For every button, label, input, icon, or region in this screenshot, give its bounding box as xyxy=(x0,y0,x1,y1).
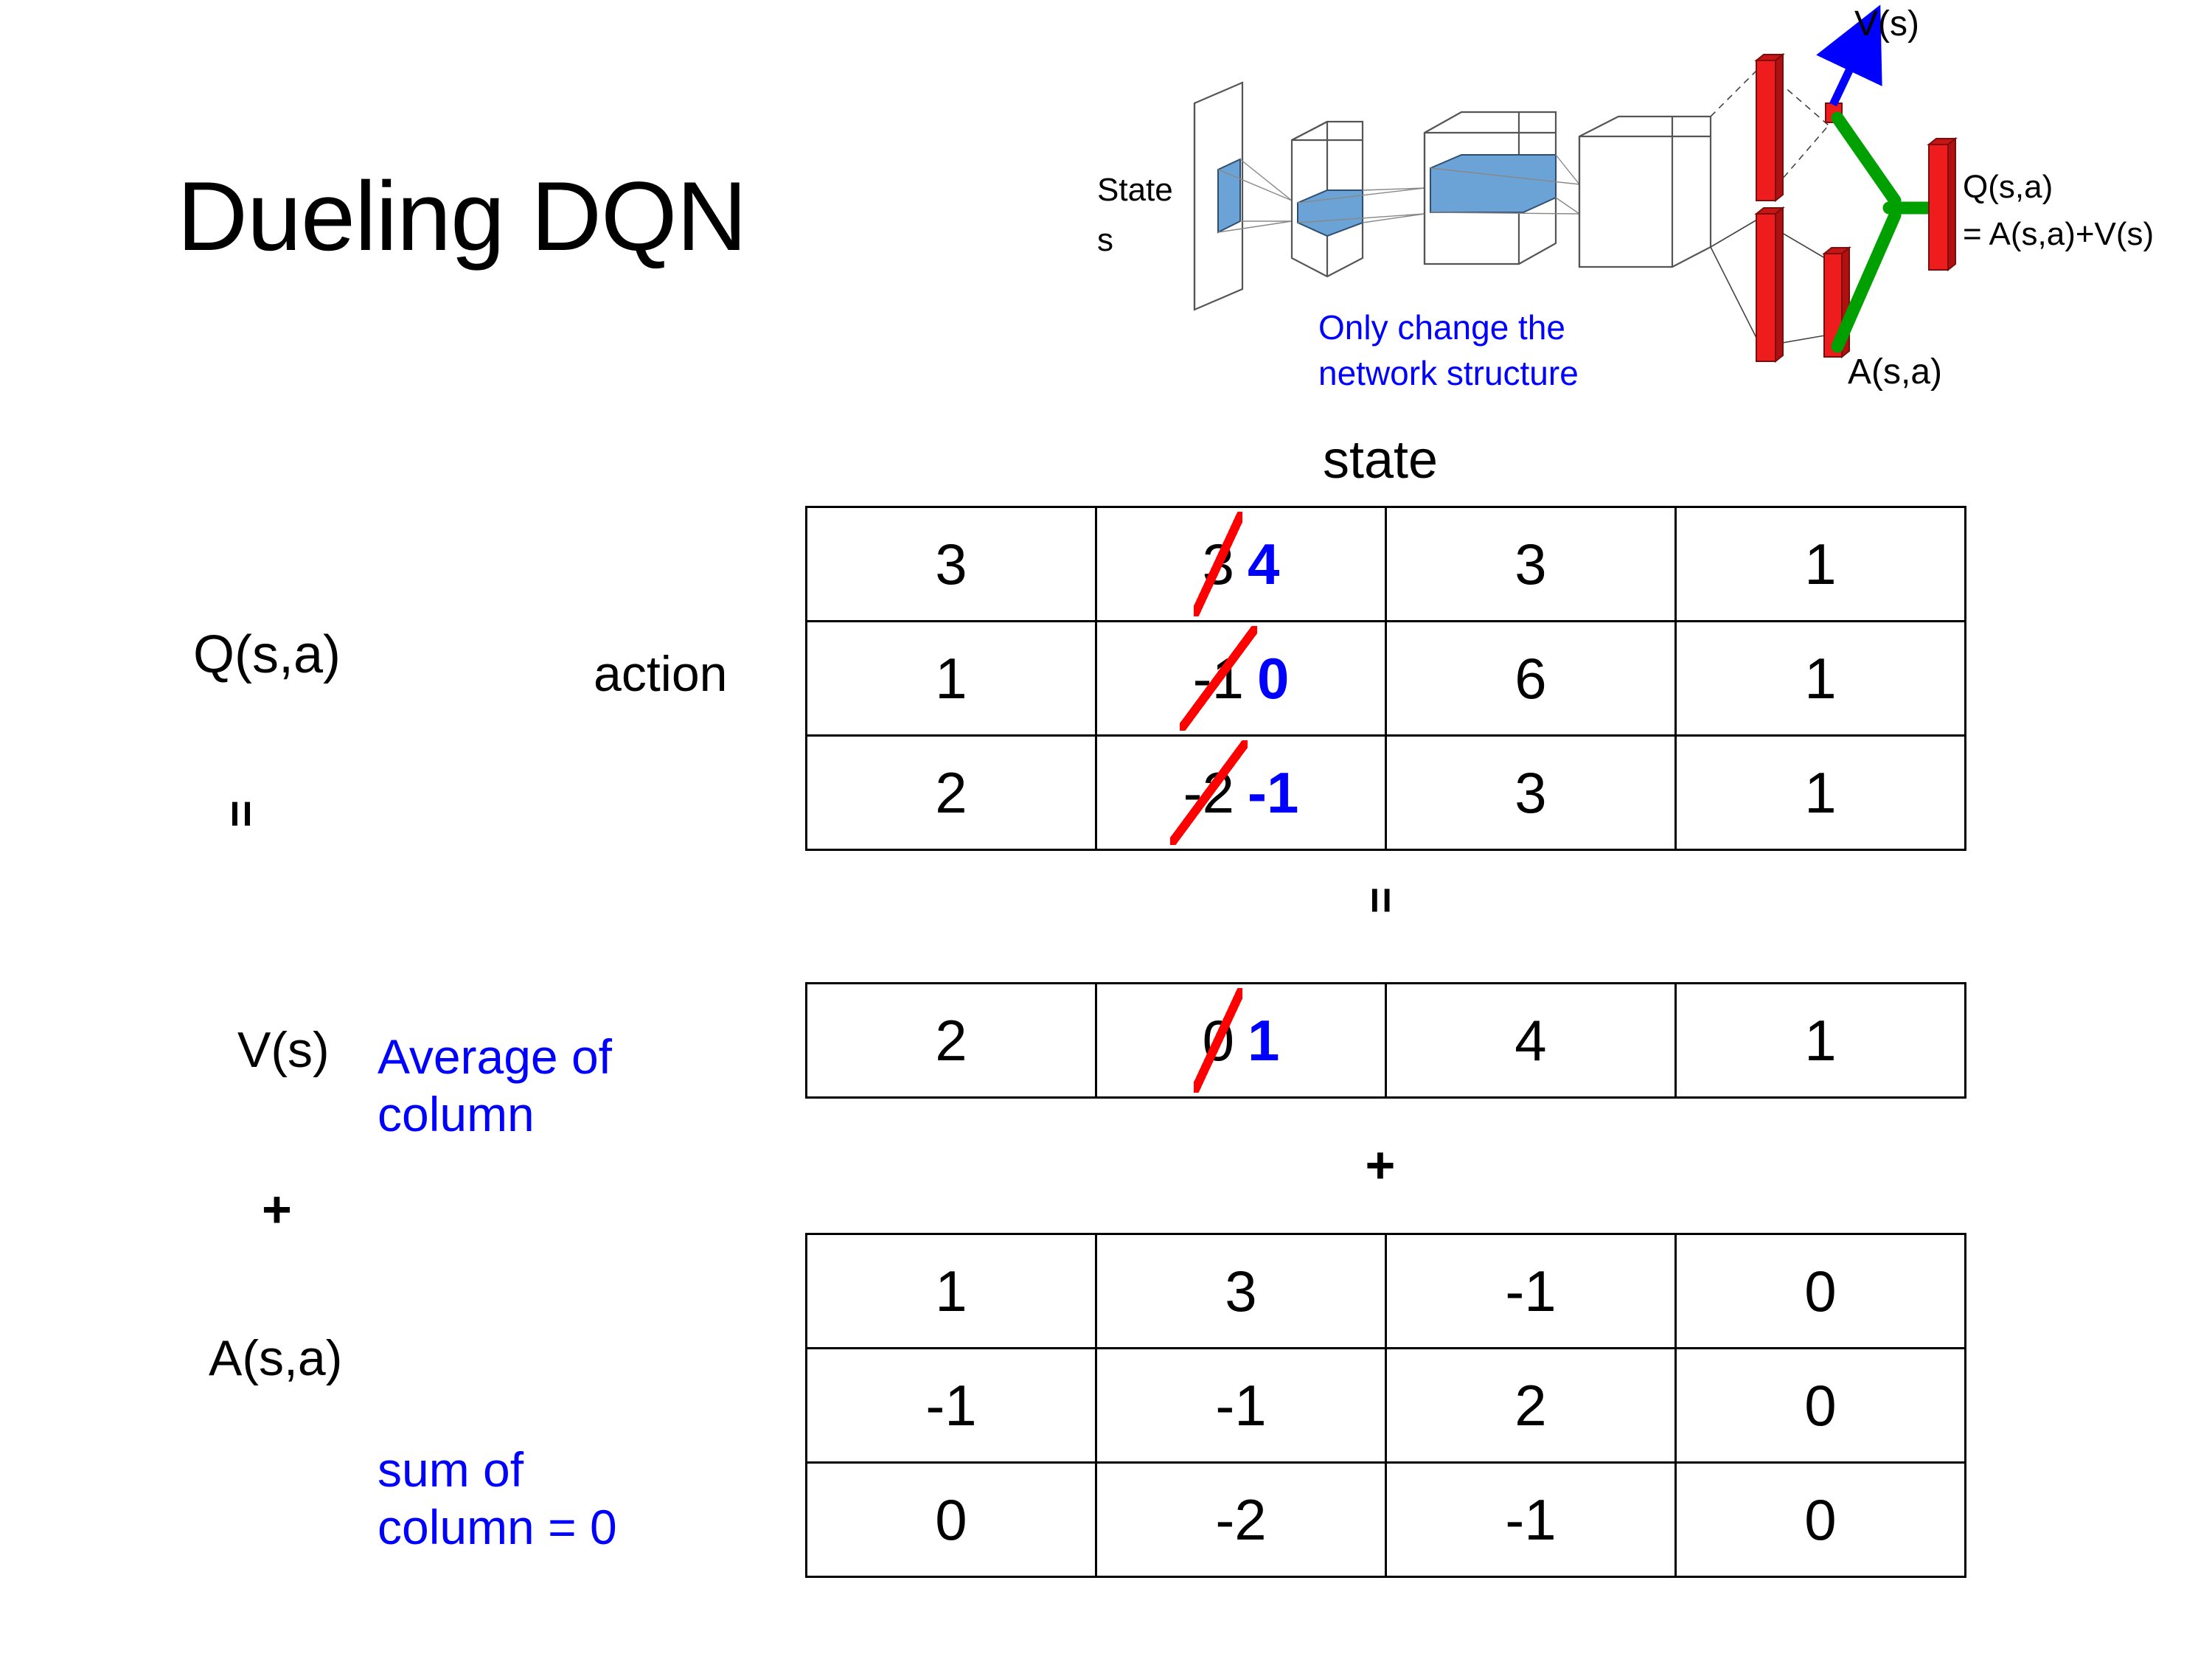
table-cell: -1 xyxy=(1385,1233,1677,1349)
dueling-network-diagram: State s V(s) A(s,a) Q(s,a) = A(s,a)+V(s)… xyxy=(1084,0,2212,413)
equals-sign-left: = xyxy=(215,800,268,828)
struck-out-value: 3 xyxy=(1194,512,1243,616)
table-cell: -1 xyxy=(805,1347,1097,1464)
updated-value: 1 xyxy=(1248,1007,1280,1073)
note-average-of-column: Average of column xyxy=(378,1029,612,1144)
note-average-line1: Average of xyxy=(378,1029,613,1084)
label-q-function: Q(s,a) xyxy=(193,625,341,684)
diagram-value-label: V(s) xyxy=(1854,4,1919,44)
table-cell: 1 xyxy=(1674,506,1966,622)
table-cell: 2 xyxy=(805,982,1097,1099)
struck-out-value: 0 xyxy=(1194,988,1243,1093)
note-sum-line2: column = 0 xyxy=(378,1499,617,1554)
table-cell: 3 xyxy=(1385,734,1677,851)
equals-glyph: = xyxy=(1355,886,1406,914)
table-cell: 2 xyxy=(805,734,1097,851)
table-cell: -2-1 xyxy=(1095,734,1387,851)
table-cell: 0 xyxy=(805,1461,1097,1578)
note-average-line2: column xyxy=(378,1086,535,1141)
table-cell: 3 xyxy=(805,506,1097,622)
table-cell: 1 xyxy=(1674,620,1966,737)
label-value-function: V(s) xyxy=(237,1022,330,1078)
axis-label-action: action xyxy=(594,646,728,702)
diagram-state-label-line1: State xyxy=(1097,172,1173,208)
table-cell: 1 xyxy=(1674,734,1966,851)
diagram-advantage-label: A(s,a) xyxy=(1848,352,1942,392)
plus-sign-middle: + xyxy=(1365,1136,1396,1194)
table-cell: -2 xyxy=(1095,1461,1387,1578)
diagram-note-line2: network structure xyxy=(1318,354,1579,392)
table-cell: 4 xyxy=(1385,982,1677,1099)
table-cell: 3 xyxy=(1385,506,1677,622)
struck-out-value: -1 xyxy=(1179,626,1258,731)
table-cell: 1 xyxy=(805,620,1097,737)
page-title: Dueling DQN xyxy=(177,162,748,271)
updated-value: 4 xyxy=(1248,531,1280,597)
table-cell: -1 xyxy=(1095,1347,1387,1464)
updated-value: 0 xyxy=(1256,645,1290,711)
diagram-output-label-line1: Q(s,a) xyxy=(1963,169,2053,205)
table-cell: 0 xyxy=(1674,1233,1966,1349)
table-cell: 0 xyxy=(1674,1461,1966,1578)
plus-sign-left: + xyxy=(262,1180,292,1238)
label-advantage-function: A(s,a) xyxy=(209,1330,343,1386)
diagram-output-label-line2: = A(s,a)+V(s) xyxy=(1963,216,2154,252)
table-cell: 6 xyxy=(1385,620,1677,737)
struck-out-value: -2 xyxy=(1169,740,1248,845)
updated-value: -1 xyxy=(1248,759,1299,825)
table-cell: 1 xyxy=(805,1233,1097,1349)
table-cell: 1 xyxy=(1674,982,1966,1099)
table-cell: -1 xyxy=(1385,1461,1677,1578)
note-sum-of-column: sum of column = 0 xyxy=(378,1441,617,1557)
table-cell: 2 xyxy=(1385,1347,1677,1464)
table-cell: 3 xyxy=(1095,1233,1387,1349)
axis-label-state: state xyxy=(1322,431,1439,490)
edited-cell: -2-1 xyxy=(1169,740,1299,845)
table-cell: 0 xyxy=(1674,1347,1966,1464)
diagram-state-label-line2: s xyxy=(1097,222,1113,258)
note-sum-line1: sum of xyxy=(378,1442,524,1497)
diagram-note-line1: Only change the xyxy=(1318,308,1565,347)
equals-sign-middle: = xyxy=(805,877,1955,923)
